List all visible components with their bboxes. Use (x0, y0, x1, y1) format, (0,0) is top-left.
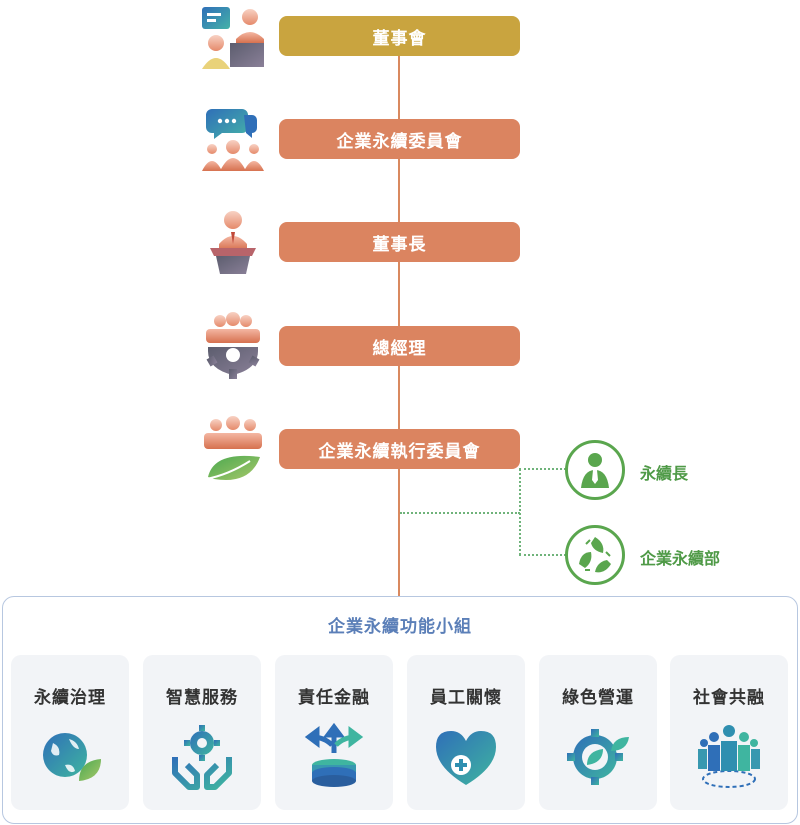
group-card-label: 綠色營運 (562, 688, 634, 708)
group-card-label: 員工關懷 (430, 688, 502, 708)
group-card-employee-care: 員工關懷 (407, 655, 525, 810)
group-card-smart-service: 智慧服務 (143, 655, 261, 810)
committee-discussion-icon (198, 105, 268, 175)
functional-groups-panel (2, 596, 798, 824)
group-card-label: 永續治理 (34, 688, 106, 708)
sustainability-department-label: 企業永續部 (640, 549, 721, 568)
group-card-label: 智慧服務 (166, 688, 238, 708)
group-card-governance: 永續治理 (11, 655, 129, 810)
board-meeting-icon (198, 3, 268, 73)
coins-arrows-icon (299, 721, 369, 791)
group-card-responsible-finance: 責任金融 (275, 655, 393, 810)
sustainability-executive-committee-box: 企業永續執行委員會 (279, 429, 520, 469)
chairman-podium-icon (198, 208, 268, 278)
group-card-label: 責任金融 (298, 688, 370, 708)
functional-groups-title: 企業永續功能小組 (328, 617, 472, 637)
board-of-directors-box: 董事會 (279, 16, 520, 56)
branch-connector-vertical (519, 469, 521, 555)
globe-leaf-icon (35, 721, 105, 791)
branch-connector-top (519, 468, 566, 470)
group-card-green-operations: 綠色營運 (539, 655, 657, 810)
sustainability-committee-box: 企業永續委員會 (279, 119, 520, 159)
recycle-leaf-icon (565, 525, 625, 585)
group-card-social-inclusion: 社會共融 (670, 655, 788, 810)
chief-sustainability-officer-label: 永續長 (640, 464, 689, 483)
gear-leaf-icon (563, 721, 633, 791)
chairman-box: 董事長 (279, 222, 520, 262)
heart-plus-icon (431, 721, 501, 791)
branch-connector-horizontal (400, 512, 520, 514)
person-tie-icon (565, 440, 625, 500)
general-manager-box: 總經理 (279, 326, 520, 366)
group-card-label: 社會共融 (693, 688, 765, 708)
people-circle-icon (694, 721, 764, 791)
branch-connector-bottom (519, 554, 566, 556)
team-leaf-icon (198, 415, 268, 485)
hands-gear-icon (167, 721, 237, 791)
management-gear-icon (198, 311, 268, 381)
